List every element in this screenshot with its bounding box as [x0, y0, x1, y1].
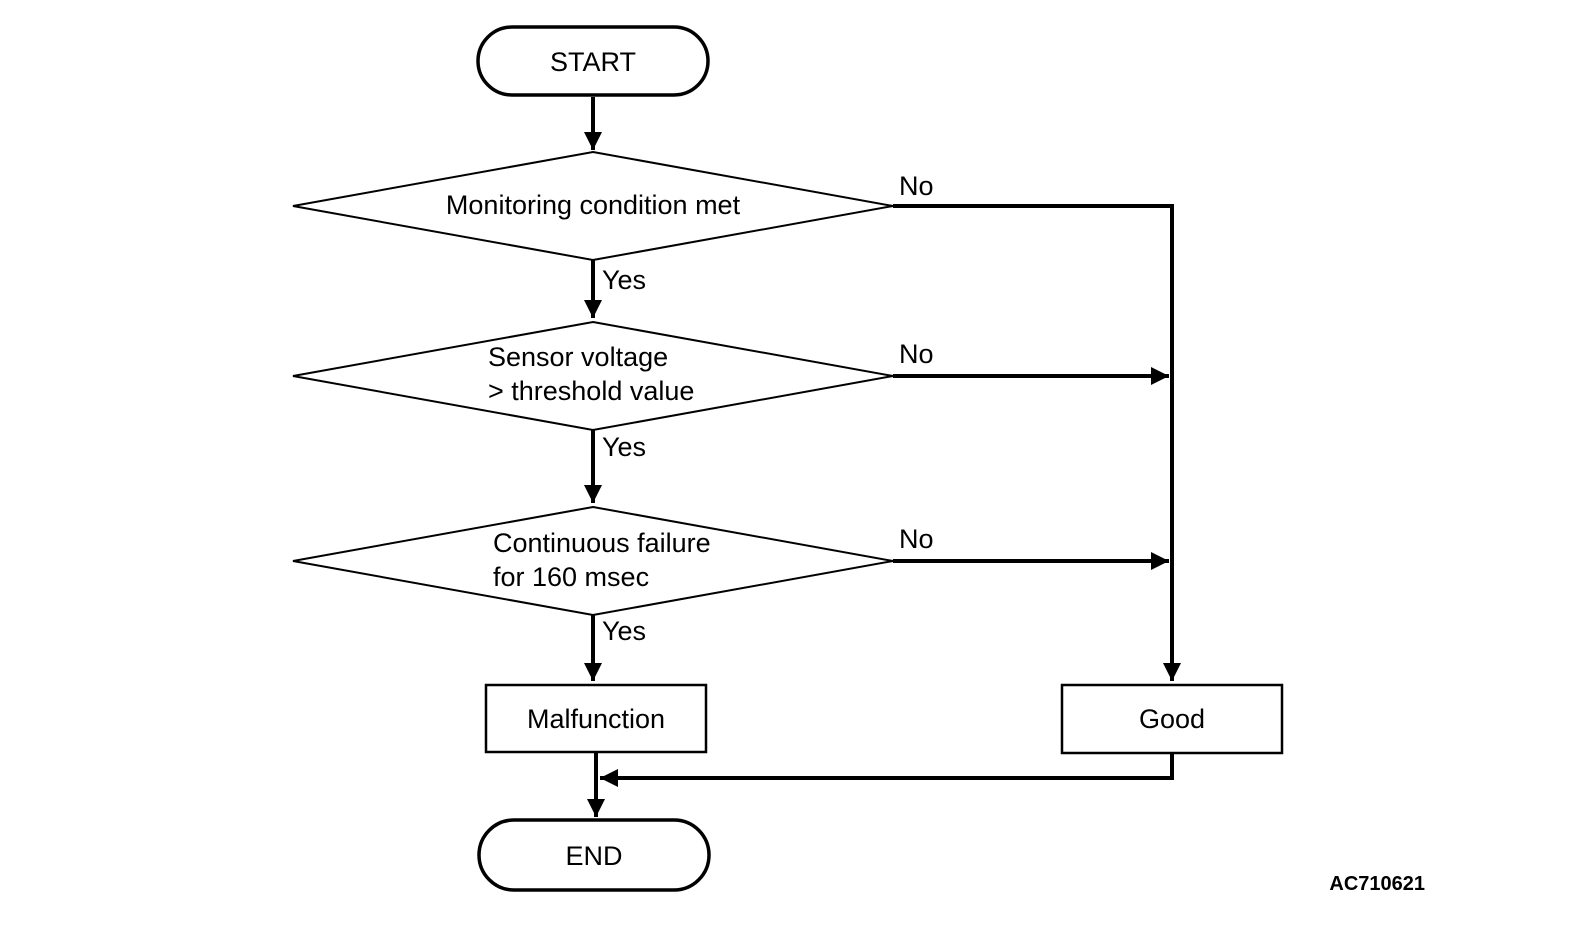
sensor-label-line1: Sensor voltage: [488, 342, 668, 372]
continuous-label-line2: for 160 msec: [493, 562, 649, 592]
end-node: [477, 818, 711, 892]
start-node: [476, 25, 710, 97]
edge-good-to-end: [600, 753, 1174, 787]
continuous-decision: [292, 505, 894, 617]
start-label: START: [550, 47, 636, 77]
monitoring-label: Monitoring condition met: [446, 190, 741, 220]
malfunction-node: [484, 683, 708, 754]
continuous-no-label: No: [899, 524, 934, 554]
monitoring-yes-label: Yes: [602, 265, 646, 295]
monitoring-decision: [292, 150, 894, 262]
malfunction-label: Malfunction: [527, 704, 665, 734]
sensor-label-line2: > threshold value: [488, 376, 694, 406]
figure-code: AC710621: [1329, 873, 1425, 895]
sensor-yes-label: Yes: [602, 432, 646, 462]
edge-monitoring-no-to-good: [893, 204, 1181, 681]
monitoring-no-label: No: [899, 171, 934, 201]
sensor-no-label: No: [899, 339, 934, 369]
end-label: END: [565, 841, 622, 871]
good-node: [1060, 683, 1284, 755]
continuous-yes-label: Yes: [602, 616, 646, 646]
sensor-decision: [292, 320, 894, 432]
good-label: Good: [1139, 704, 1205, 734]
continuous-label-line1: Continuous failure: [493, 528, 711, 558]
